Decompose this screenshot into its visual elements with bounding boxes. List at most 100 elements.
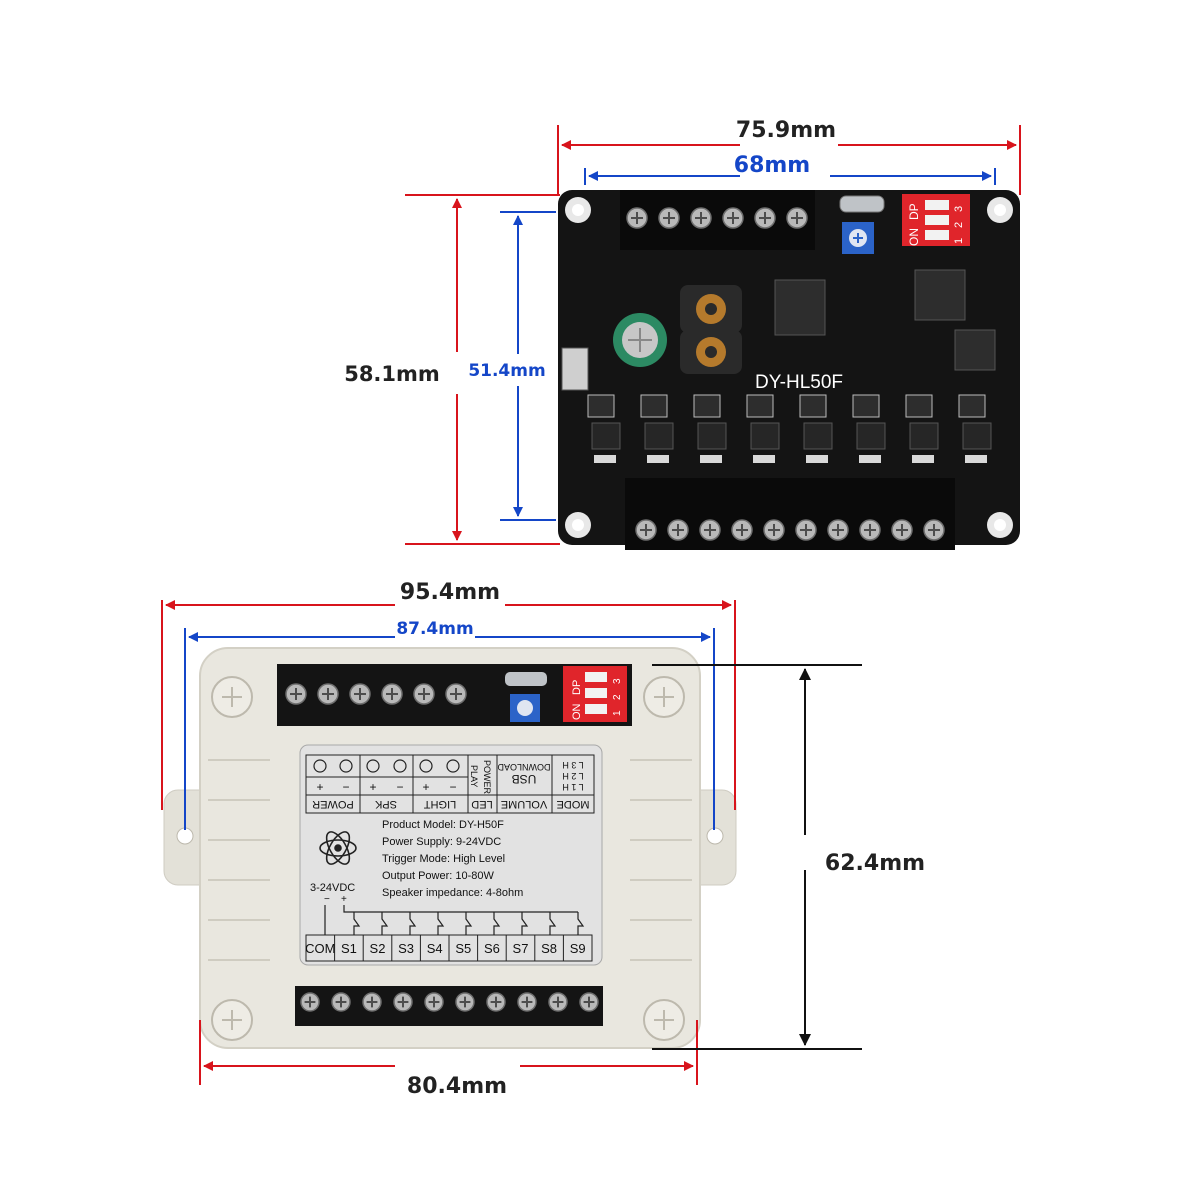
screw-icon [455,992,475,1012]
dip-switch: ON DP 1 2 3 [902,194,970,246]
screw-icon [827,519,849,541]
mounting-hole-icon [176,827,724,845]
switch-symbol [381,912,389,935]
screw-icon [763,519,785,541]
mode-row-label: L 2 H [562,771,583,781]
dip-switch: ON DP 1 2 3 [563,666,627,722]
bottom-terminal-block [625,478,955,550]
minus-sign: − [342,780,349,794]
screw-icon [349,683,371,705]
terminal-label: SPK [374,798,397,810]
case-width-dimension: 95.4mm [161,580,736,810]
board-hole-width-label: 68mm [734,153,810,178]
board-hole-width-dimension: 68mm [584,153,996,185]
dip-on-label: ON [571,703,583,720]
label-plate: +++−−− POWER SPK LIGHT LED VOLUME MODE P… [299,744,603,966]
screw-icon [362,992,382,1012]
info-line: Power Supply: 9-24VDC [382,836,501,848]
terminal-label: S9 [570,941,586,956]
terminal-label: S7 [513,941,529,956]
board-model-label: DY-HL50F [755,372,843,393]
terminal-hole-icon [366,759,380,773]
switch-symbol [521,912,529,935]
screw-icon [923,519,945,541]
optocoupler [587,394,621,463]
terminal-hole-icon [339,759,353,773]
screw-icon [795,519,817,541]
mode-row-label: L 3 H [562,760,583,770]
board-width-label: 75.9mm [736,118,836,143]
optocoupler [958,394,992,463]
pcb-board: ON DP 1 2 3 DY-HL50F [558,190,1020,550]
trigger-minus-label: − [324,894,330,905]
inductor [680,285,742,374]
board-height-dimension: 58.1mm [344,194,560,545]
screw-icon [413,683,435,705]
screw-icon [486,992,506,1012]
terminal-label: S1 [341,941,357,956]
wire [343,905,578,913]
switch-symbol [409,912,417,935]
usb-port [839,195,885,213]
terminal-label: VOLUME [501,798,547,810]
terminal-label: MODE [557,798,590,810]
mode-row-label: L 1 H [562,782,583,792]
screw-icon [754,207,776,229]
usb-label: USB [512,772,537,786]
screw-icon [393,992,413,1012]
info-line: Trigger Mode: High Level [382,853,505,865]
trigger-plus-label: + [341,894,347,905]
screw-icon [300,992,320,1012]
screw-icon [786,207,808,229]
terminal-label: S5 [455,941,471,956]
terminal-label: S3 [398,941,414,956]
usb-port [505,672,547,686]
terminal-label: LED [471,798,492,810]
case-top-terminals [285,683,467,705]
screw-icon [731,519,753,541]
screw-icon [690,207,712,229]
screw-icon [658,207,680,229]
atom-logo-icon [319,831,357,865]
download-label: DOWNLOAD [497,762,551,772]
optocoupler [746,394,780,463]
minus-sign: − [396,780,403,794]
terminal-hole-icon [393,759,407,773]
switch-symbol [549,912,557,935]
trigger-voltage-label: 3-24VDC [310,882,355,894]
terminal-label: S6 [484,941,500,956]
screw-icon [285,683,307,705]
screw-icon [517,992,537,1012]
switch-symbol [577,912,585,935]
info-line: Speaker impedance: 4-8ohm [382,887,523,899]
potentiometer [842,222,874,254]
optocoupler [693,394,727,463]
dip-number: 3 [612,678,623,684]
dip-number: 2 [953,222,965,228]
screw-icon [891,519,913,541]
dip-number: 3 [953,206,965,212]
dip-number: 1 [612,710,623,716]
dip-dp-label: DP [907,203,921,220]
switch-symbol [465,912,473,935]
screw-icon [667,519,689,541]
board-height-label: 58.1mm [344,362,440,386]
screw-icon [722,207,744,229]
dip-number: 1 [953,238,965,244]
plus-sign: + [316,780,323,794]
switch-symbol [353,912,361,935]
terminal-label: S2 [370,941,386,956]
case-bottom-terminals [300,992,599,1012]
board-hole-height-dimension: 51.4mm [468,211,556,521]
case-screw-icon [211,676,685,1041]
dip-on-label: ON [907,228,921,246]
case-height-dimension: 62.4mm [652,664,925,1050]
case-hole-width-label: 87.4mm [396,619,473,639]
plus-sign: + [422,780,429,794]
screw-icon [626,207,648,229]
screw-icon [859,519,881,541]
terminal-hole-icon [313,759,327,773]
play-label: PLAY [469,765,479,787]
board-width-dimension: 75.9mm [557,118,1021,195]
